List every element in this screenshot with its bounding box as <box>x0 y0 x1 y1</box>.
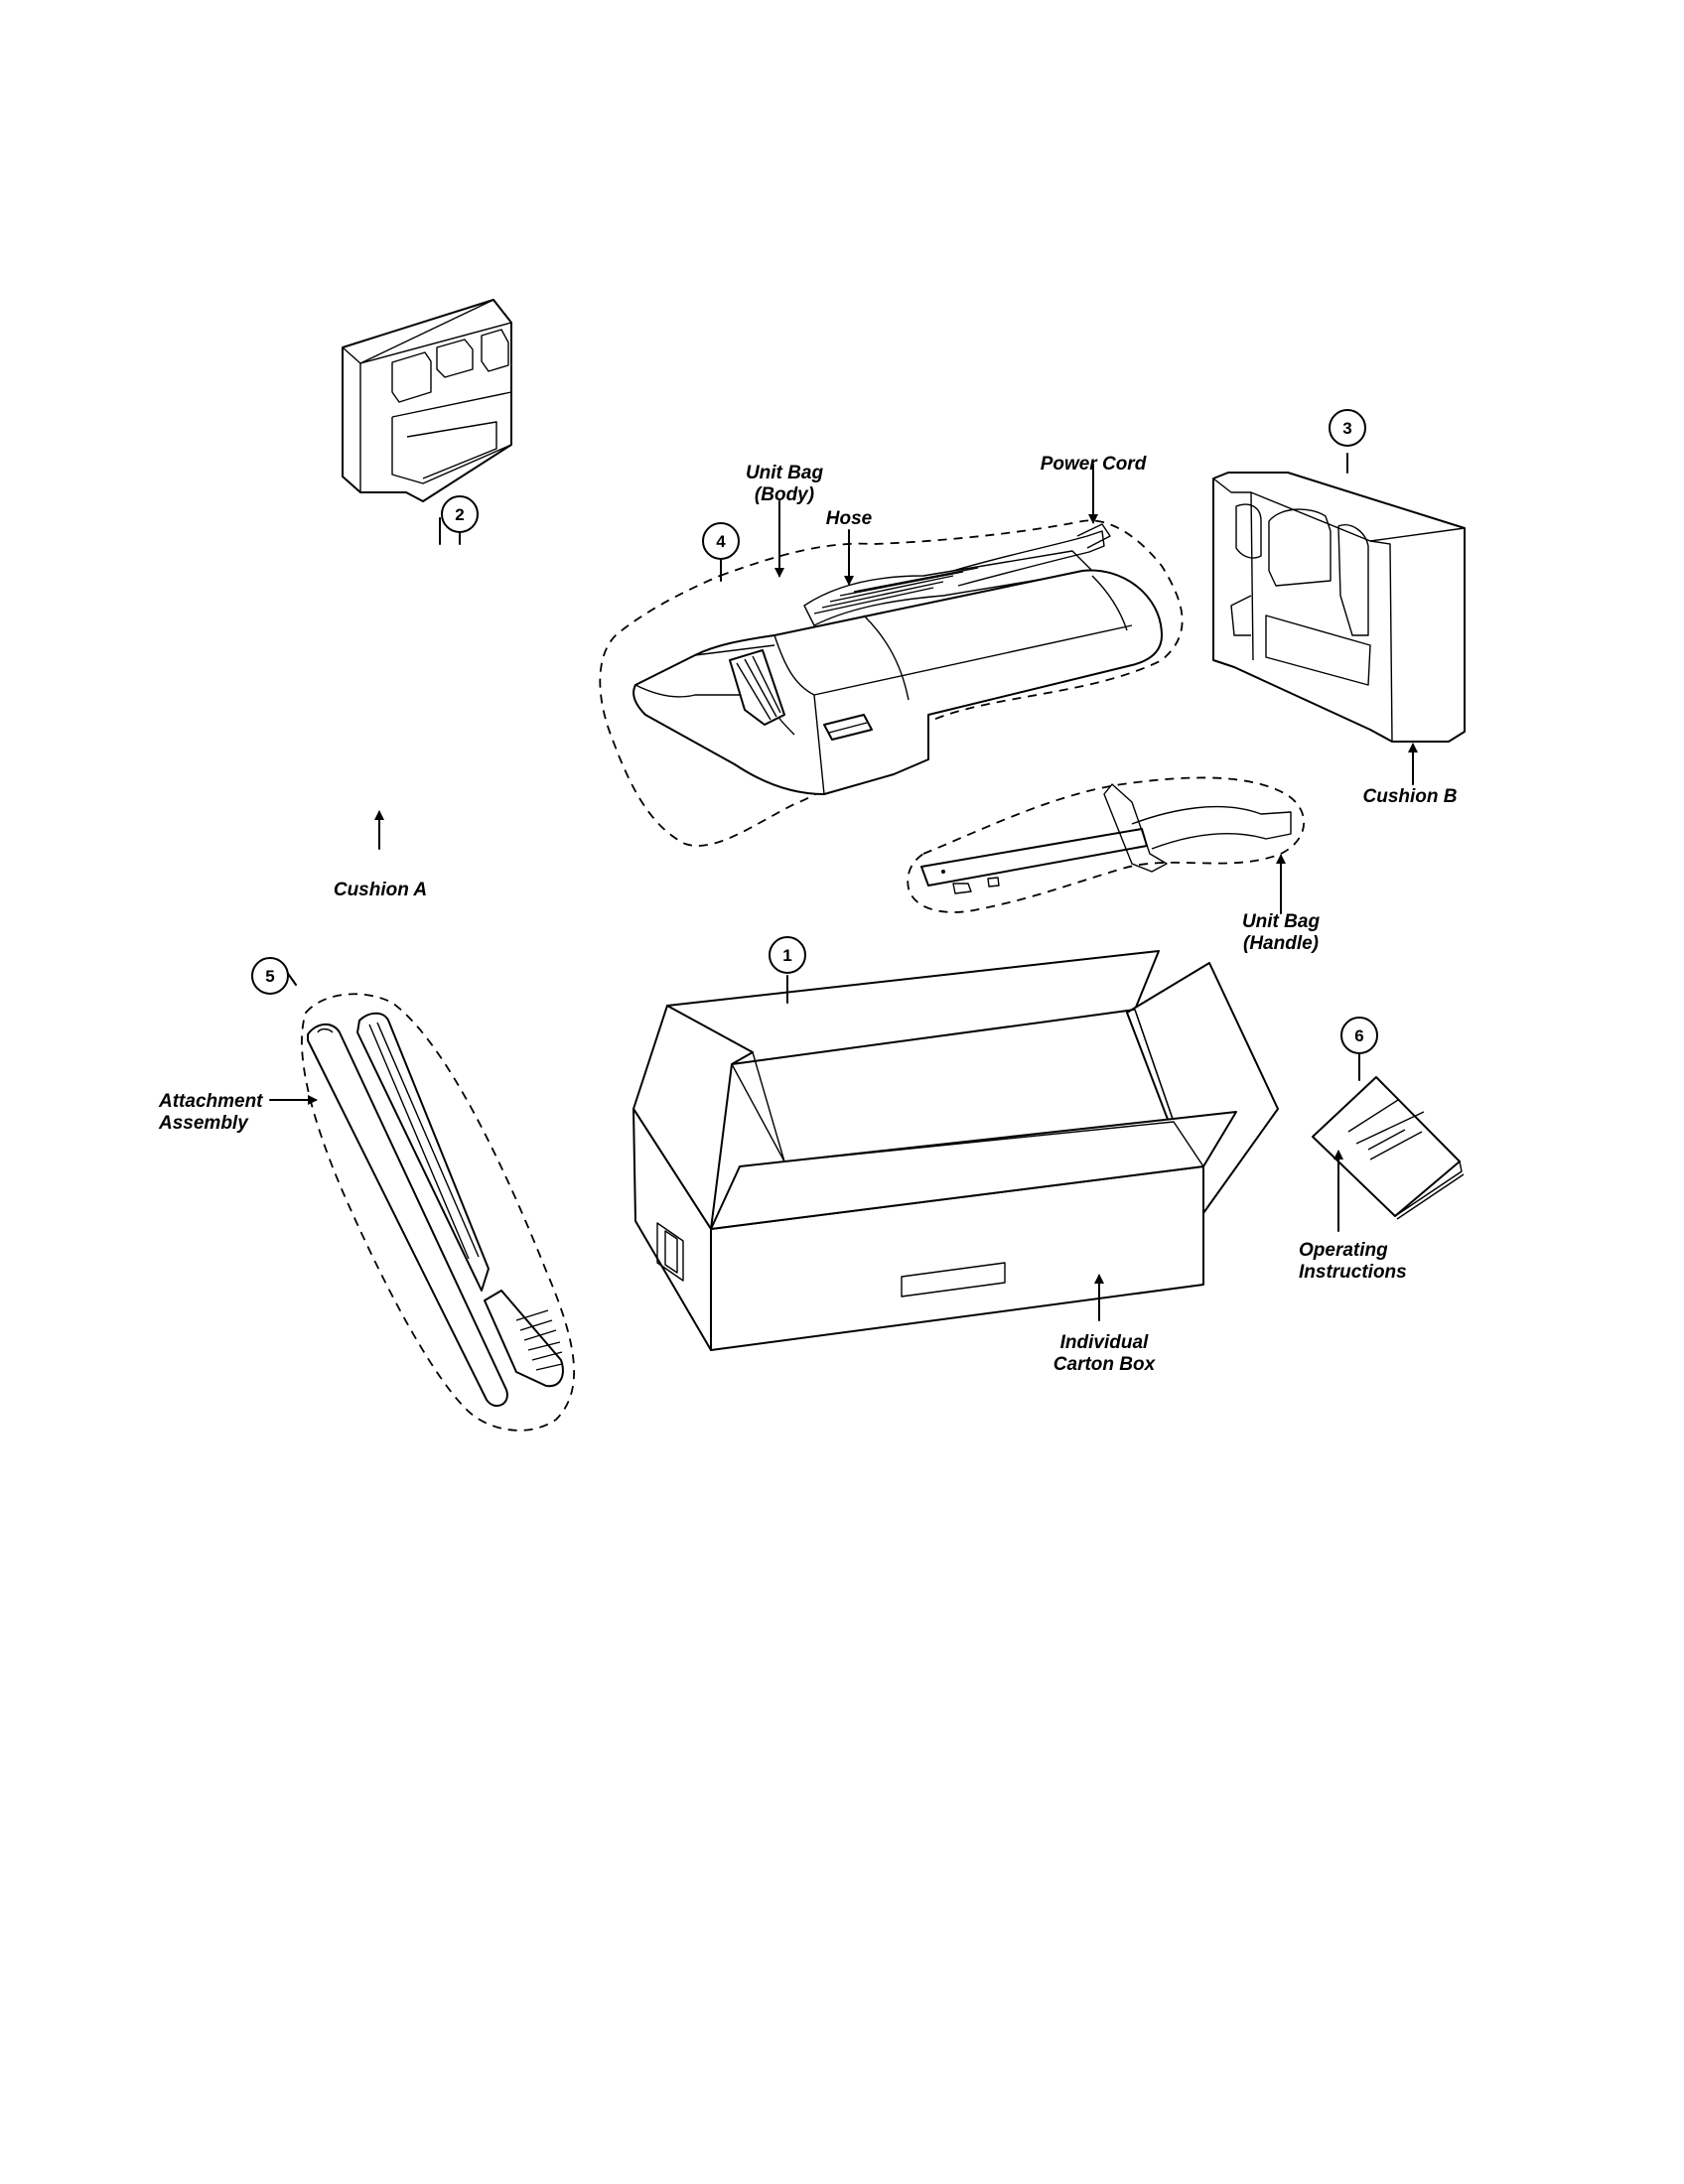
operating-label-line1: Operating <box>1299 1240 1388 1261</box>
callout-1-number: 1 <box>782 946 791 965</box>
callout-3-number: 3 <box>1342 419 1351 438</box>
callout-6-number: 6 <box>1354 1026 1363 1045</box>
unit-bag-handle-label-line1: Unit Bag <box>1242 911 1321 932</box>
unit-bag-body-label-line2: (Body) <box>755 484 814 505</box>
instructions-drawing <box>1312 1076 1465 1220</box>
cushion-a-drawing <box>342 299 512 502</box>
unit-body-drawing <box>599 519 1184 847</box>
cushion-b-label: Cushion B <box>1363 786 1458 807</box>
unit-bag-body-label-line1: Unit Bag <box>746 463 824 483</box>
attachment-label-line2: Assembly <box>158 1113 249 1134</box>
cushion-b-drawing <box>1212 472 1466 743</box>
operating-label-line2: Instructions <box>1299 1262 1407 1283</box>
carton-label-line2: Carton Box <box>1053 1354 1157 1375</box>
callout-5-number: 5 <box>265 967 274 986</box>
carton-label-line1: Individual <box>1060 1332 1149 1353</box>
callout-6: 6 <box>1340 1017 1378 1054</box>
power-cord-label: Power Cord <box>1041 454 1147 475</box>
unit-handle-drawing <box>907 776 1306 913</box>
callout-2-number: 2 <box>455 505 464 524</box>
callout-2: 2 <box>441 495 479 533</box>
attachment-label-line1: Attachment <box>158 1091 263 1112</box>
attachment-drawing <box>301 993 576 1432</box>
unit-bag-handle-label-line2: (Handle) <box>1243 933 1319 954</box>
callout-1: 1 <box>769 936 806 974</box>
callout-4: 4 <box>702 522 740 560</box>
callout-5: 5 <box>251 957 289 995</box>
carton-box-drawing <box>632 950 1279 1351</box>
hose-label: Hose <box>826 508 873 529</box>
callout-3: 3 <box>1329 409 1366 447</box>
cushion-a-label: Cushion A <box>334 880 427 900</box>
callout-4-number: 4 <box>716 532 726 551</box>
